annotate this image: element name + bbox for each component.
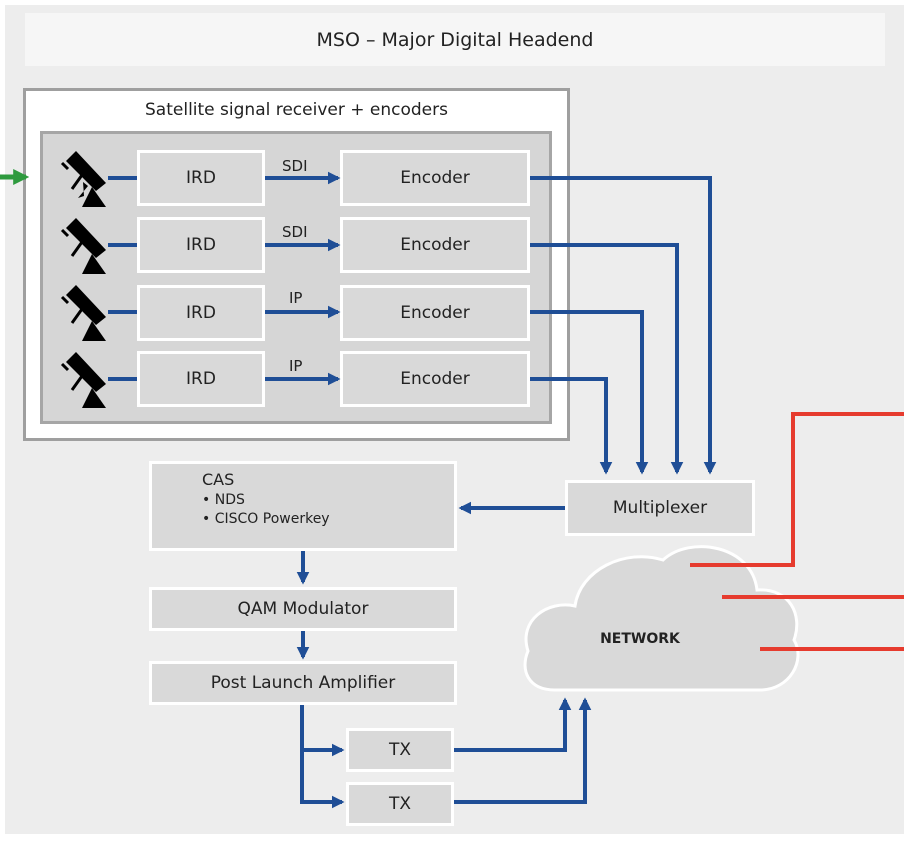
ird-box: IRD <box>137 217 265 273</box>
cas-box: CAS NDS CISCO Powerkey <box>149 461 457 551</box>
satellite-dish-icon <box>60 151 106 207</box>
page-title: MSO – Major Digital Headend <box>25 13 885 66</box>
link-label: IP <box>289 289 303 307</box>
cas-item: NDS <box>202 491 330 510</box>
link-label: IP <box>289 357 303 375</box>
encoder-box: Encoder <box>340 150 530 206</box>
tx-box: TX <box>346 782 454 826</box>
receiver-group-label: Satellite signal receiver + encoders <box>145 100 448 120</box>
ird-box: IRD <box>137 351 265 407</box>
cas-list: NDS CISCO Powerkey <box>202 491 330 529</box>
ird-box: IRD <box>137 285 265 341</box>
encoder-mux-arrow <box>530 243 684 475</box>
network-output-line <box>690 412 904 567</box>
cas-title: CAS <box>202 470 235 489</box>
tx-box: TX <box>346 728 454 772</box>
multiplexer-box: Multiplexer <box>565 480 755 536</box>
satellite-dish-icon <box>60 352 106 408</box>
encoder-box: Encoder <box>340 217 530 273</box>
ird-box: IRD <box>137 150 265 206</box>
cas-item: CISCO Powerkey <box>202 510 330 529</box>
tx-network-arrow <box>454 697 572 752</box>
encoder-mux-arrow <box>530 377 613 475</box>
encoder-mux-arrow <box>530 176 717 475</box>
tx-network-arrow <box>454 697 592 804</box>
amp-tx-arrow <box>300 750 345 809</box>
amp-tx-arrow <box>300 705 345 757</box>
qam-modulator-box: QAM Modulator <box>149 587 457 631</box>
satellite-dish-icon <box>60 218 106 274</box>
encoder-box: Encoder <box>340 285 530 341</box>
link-label: SDI <box>282 157 308 175</box>
satellite-dish-icon <box>60 285 106 341</box>
network-label: NETWORK <box>600 631 680 647</box>
encoder-box: Encoder <box>340 351 530 407</box>
post-launch-amplifier-box: Post Launch Amplifier <box>149 661 457 705</box>
link-label: SDI <box>282 223 308 241</box>
encoder-mux-arrow <box>530 310 649 475</box>
network-cloud <box>523 545 800 692</box>
